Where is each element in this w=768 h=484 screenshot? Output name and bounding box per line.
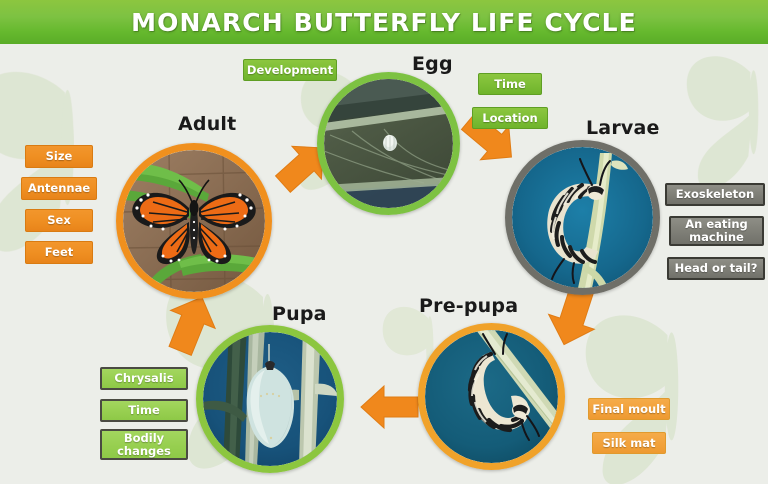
photo-larvae-caterpillar [512, 147, 653, 288]
label-egg-time[interactable]: Time [478, 73, 542, 95]
photo-pre-pupa-j-hang [425, 330, 558, 463]
page-title: MONARCH BUTTERFLY LIFE CYCLE [131, 7, 637, 37]
photo-egg-on-leaf [324, 79, 453, 208]
label-pupa-time[interactable]: Time [100, 399, 188, 422]
label-larvae-exoskeleton[interactable]: Exoskeleton [665, 183, 765, 206]
label-larvae-eating-machine[interactable]: An eating machine [669, 216, 764, 246]
stage-title-larvae: Larvae [586, 117, 660, 139]
arrow-pupa-to-adult [158, 292, 224, 357]
photo-pupa-chrysalis [203, 332, 337, 466]
label-adult-antennae[interactable]: Antennae [21, 177, 97, 200]
label-egg-location[interactable]: Location [472, 107, 548, 129]
stage-title-adult: Adult [178, 113, 237, 135]
label-egg-development[interactable]: Development [243, 59, 337, 81]
label-adult-sex[interactable]: Sex [25, 209, 93, 232]
stage-circle-pupa[interactable] [196, 325, 344, 473]
photo-adult-butterfly [123, 150, 265, 292]
label-pupa-bodily-changes[interactable]: Bodily changes [100, 429, 188, 460]
label-adult-size[interactable]: Size [25, 145, 93, 168]
arrow-larvae-to-pre-pupa [540, 285, 606, 349]
poster-header: MONARCH BUTTERFLY LIFE CYCLE [0, 0, 768, 44]
label-pupa-chrysalis[interactable]: Chrysalis [100, 367, 188, 390]
arrow-pre-pupa-to-pupa [358, 382, 422, 432]
stage-title-pupa: Pupa [272, 303, 327, 325]
stage-title-egg: Egg [412, 53, 453, 75]
stage-title-pre-pupa: Pre-pupa [419, 295, 519, 317]
label-pre-pupa-silk-mat[interactable]: Silk mat [592, 432, 666, 454]
label-larvae-head-or-tail[interactable]: Head or tail? [667, 257, 765, 280]
stage-circle-adult[interactable] [116, 143, 272, 299]
stage-circle-larvae[interactable] [505, 140, 660, 295]
label-adult-feet[interactable]: Feet [25, 241, 93, 264]
stage-circle-pre-pupa[interactable] [418, 323, 565, 470]
label-pre-pupa-final-moult[interactable]: Final moult [588, 398, 670, 420]
stage-circle-egg[interactable] [317, 72, 460, 215]
